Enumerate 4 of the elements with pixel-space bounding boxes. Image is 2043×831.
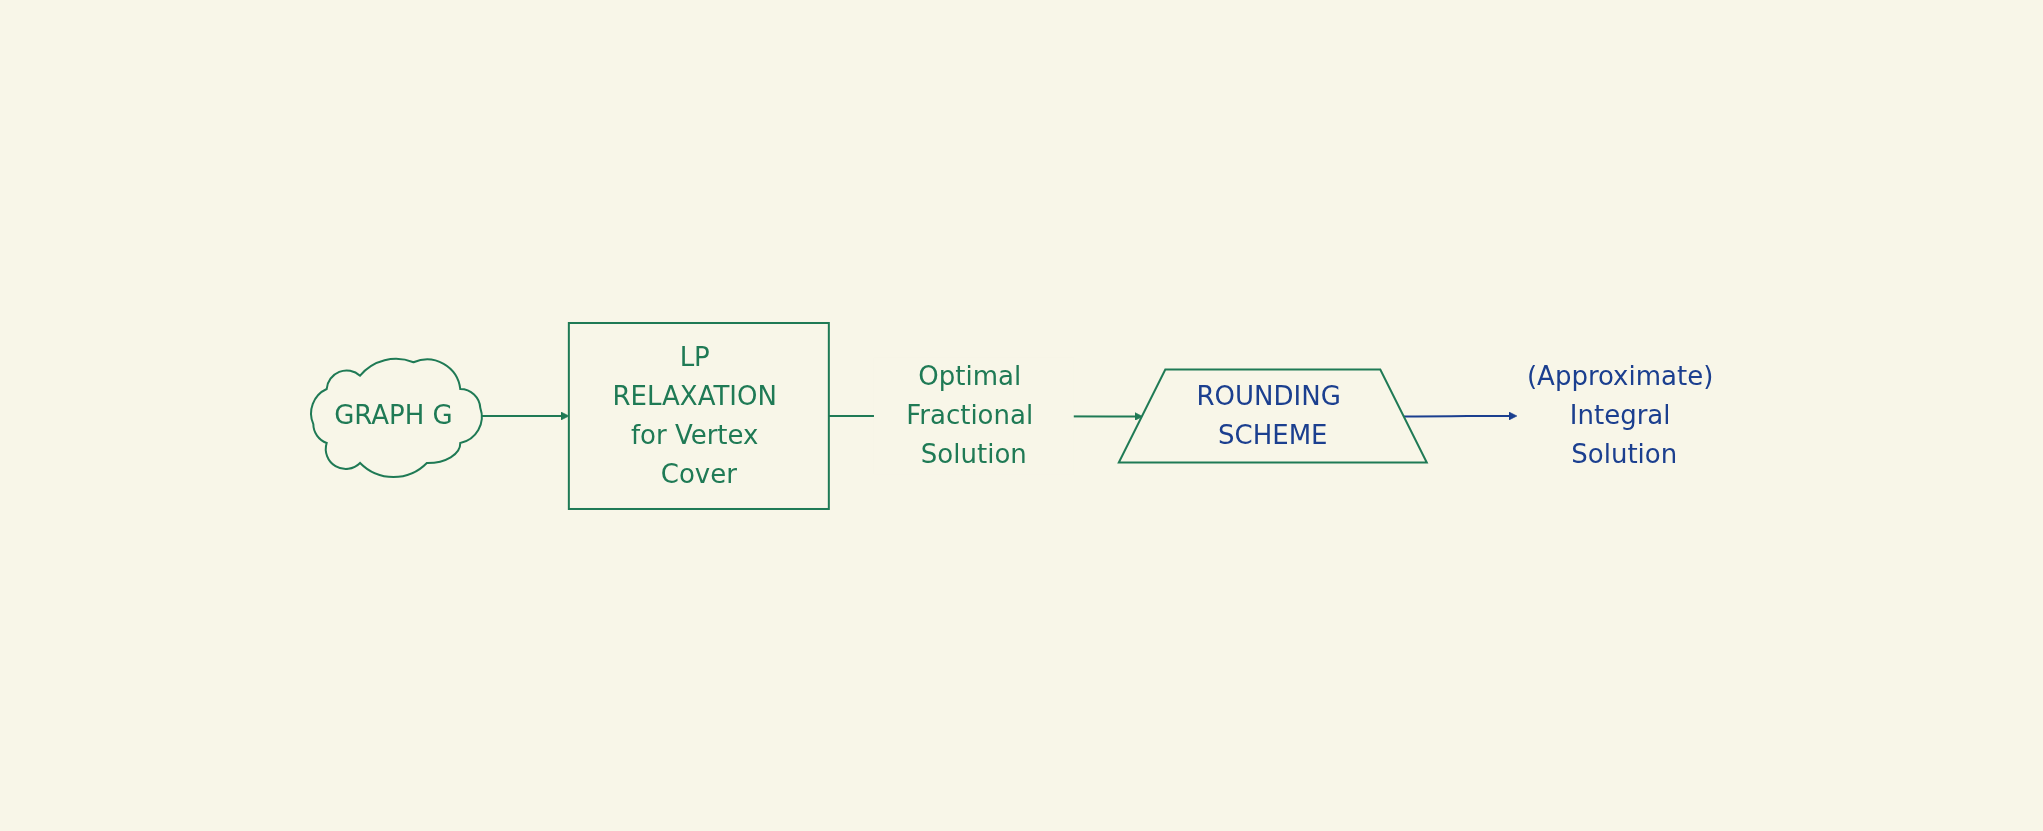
- node-text: (Approximate) Integral Solution: [1527, 361, 1714, 469]
- node-box: LP RELAXATION for Vertex Cover: [567, 321, 830, 510]
- edge-label: Optimal Fractional Solution: [906, 361, 1034, 469]
- arrow: [1403, 411, 1518, 420]
